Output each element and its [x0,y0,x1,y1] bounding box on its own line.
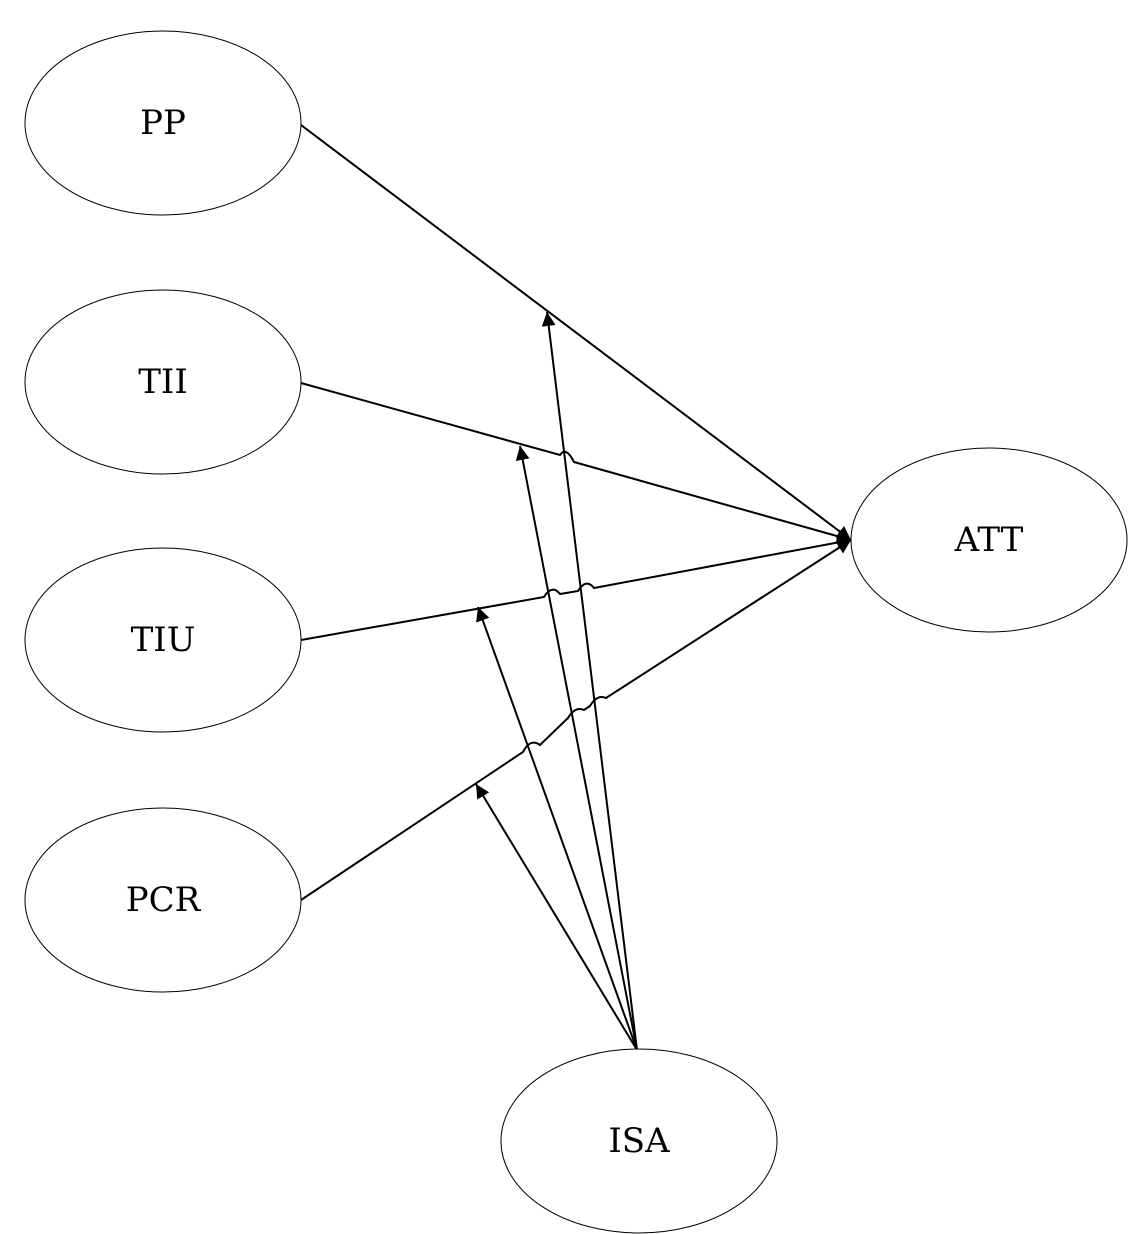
node-tiu: TIU [24,547,302,733]
node-isa: ISA [500,1048,778,1234]
node-tii: TII [24,289,302,475]
moderator-arrow-isa-tii-path [515,445,638,1051]
node-att-label: ATT [954,520,1024,560]
moderating-paths [475,311,638,1051]
node-tii-label: TII [138,362,188,402]
node-pcr: PCR [24,807,302,993]
direct-paths [300,124,852,901]
moderator-arrow-isa-tiu-path [476,606,638,1051]
arrow-pcr-to-att [300,539,852,901]
moderator-arrow-isa-pp-path [541,311,638,1051]
moderator-arrow-isa-pcr-path [475,783,638,1051]
node-tiu-label: TIU [131,620,196,660]
node-pcr-label: PCR [126,880,202,920]
arrow-pp-to-att [300,124,852,541]
arrow-tii-to-att [300,382,852,543]
node-att: ATT [850,447,1128,633]
node-isa-label: ISA [608,1121,670,1161]
node-pp-label: PP [140,103,186,143]
node-pp: PP [24,30,302,216]
